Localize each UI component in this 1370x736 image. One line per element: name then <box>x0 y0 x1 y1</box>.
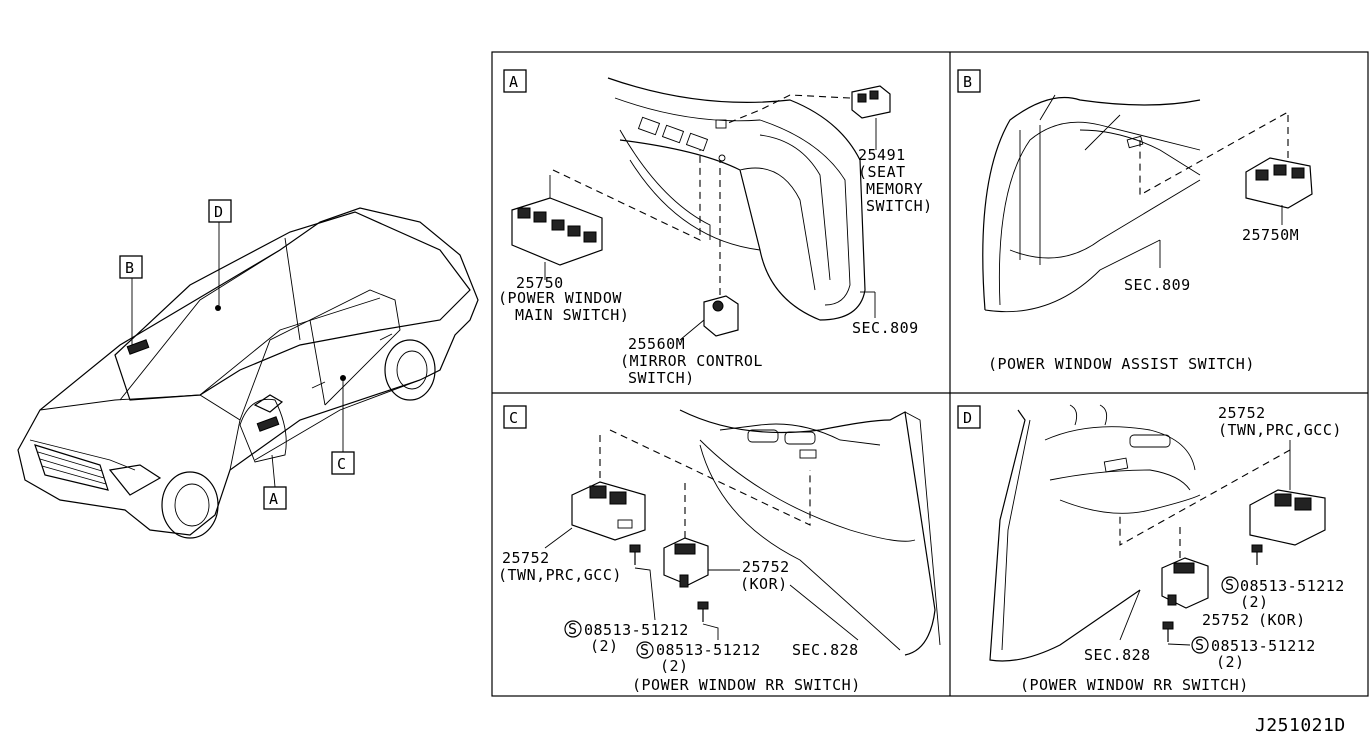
part-25560m-mirror-control-switch <box>679 160 739 341</box>
part-number-25752-kor-d: 25752 <box>1202 611 1250 629</box>
part-number-25491: 25491 <box>858 146 906 164</box>
screw-symbol-icon <box>1221 576 1239 594</box>
part-number-25752-twn-d: 25752 <box>1218 404 1266 422</box>
screw-symbol-d1: S <box>1225 576 1235 594</box>
part-desc-25491-line3: SWITCH) <box>866 197 933 215</box>
part-desc-25752-twn-d: (TWN,PRC,GCC) <box>1218 421 1342 439</box>
part-25750-power-window-main-switch <box>511 150 701 280</box>
part-desc-25491-line1: (SEAT <box>858 163 906 181</box>
panel-grid <box>491 51 1369 697</box>
callout-a-label: A <box>269 490 279 508</box>
part-25752-kor-switch <box>663 478 740 588</box>
panel-d-caption: (POWER WINDOW RR SWITCH) <box>1020 676 1249 694</box>
panel-a: A 25491 (SEAT MEMORY SWITCH) <box>498 69 933 387</box>
part-25491-seat-memory-switch <box>727 85 891 150</box>
part-number-screw-d2: 08513-51212 <box>1211 637 1316 655</box>
screw-icon <box>1251 544 1263 565</box>
part-desc-25560m-line2: SWITCH) <box>628 369 695 387</box>
panel-d-marker <box>957 405 981 429</box>
panel-c-letter: C <box>509 409 519 427</box>
callout-b-label: B <box>125 259 135 277</box>
panel-a-letter: A <box>509 73 519 91</box>
screw-icon <box>629 544 656 621</box>
panel-c-marker <box>503 405 527 429</box>
panel-c-caption: (POWER WINDOW RR SWITCH) <box>632 676 861 694</box>
panel-a-section-ref: SEC.809 <box>852 319 919 337</box>
part-25752-twn-switch <box>544 429 811 549</box>
callout-d: D <box>208 199 232 223</box>
part-desc-25750-line1: (POWER WINDOW <box>498 289 622 307</box>
panel-d-letter: D <box>963 409 973 427</box>
part-qty-screw-c2: (2) <box>660 657 689 675</box>
screw-icon <box>1162 621 1191 646</box>
callout-c-label: C <box>337 455 347 473</box>
panel-d: D 25752 (TWN,PRC,GCC) S 08513-5 <box>957 404 1345 694</box>
part-qty-screw-c1: (2) <box>590 637 619 655</box>
part-desc-25752-kor-d: (KOR) <box>1258 611 1306 629</box>
part-number-25750: 25750 <box>516 274 564 292</box>
diagram-id: J251021D <box>1255 715 1346 736</box>
panel-b-letter: B <box>963 73 973 91</box>
panel-d-door-trim <box>989 404 1201 662</box>
panel-b-caption: (POWER WINDOW ASSIST SWITCH) <box>988 355 1255 373</box>
part-qty-screw-d1: (2) <box>1240 593 1269 611</box>
screw-symbol-c2: S <box>640 641 650 659</box>
callout-d-label: D <box>214 203 224 221</box>
part-desc-25491-line2: MEMORY <box>866 180 923 198</box>
part-qty-screw-d2: (2) <box>1216 653 1245 671</box>
screw-symbol-c1: S <box>568 620 578 638</box>
callout-c: C <box>331 451 355 475</box>
panel-b: B 25750M SEC.809 (POWER WINDOW ASSIST SW… <box>957 69 1313 373</box>
callout-b: B <box>119 255 143 279</box>
part-number-screw-c2: 08513-51212 <box>656 641 761 659</box>
part-number-25752-kor-c: 25752 <box>742 558 790 576</box>
screw-symbol-icon <box>564 620 582 638</box>
part-number-25750m: 25750M <box>1242 226 1299 244</box>
part-number-25752-twn-c: 25752 <box>502 549 550 567</box>
screw-symbol-icon <box>1191 636 1209 654</box>
part-desc-25750-line2: MAIN SWITCH) <box>515 306 629 324</box>
part-number-screw-c1: 08513-51212 <box>584 621 689 639</box>
part-25750m-power-window-assist-switch <box>1139 111 1313 225</box>
panel-b-door-trim <box>982 94 1201 313</box>
screw-icon <box>697 601 719 640</box>
part-25752-twn-switch-d <box>1119 440 1326 546</box>
panel-c: C 25752 (TWN,PRC,GCC) <box>498 405 941 694</box>
part-desc-25752-twn-c: (TWN,PRC,GCC) <box>498 566 622 584</box>
part-number-screw-d1: 08513-51212 <box>1240 577 1345 595</box>
panel-b-marker <box>957 69 981 93</box>
screw-symbol-icon <box>636 641 654 659</box>
panel-c-door-trim <box>679 409 941 656</box>
part-desc-25560m-line1: (MIRROR CONTROL <box>620 352 763 370</box>
callout-a: A <box>263 486 287 510</box>
panel-b-section-ref: SEC.809 <box>1124 276 1191 294</box>
part-25752-kor-switch-d <box>1161 525 1209 609</box>
panel-c-section-ref: SEC.828 <box>792 641 859 659</box>
screw-symbol-d2: S <box>1195 636 1205 654</box>
panel-d-section-ref: SEC.828 <box>1084 646 1151 664</box>
part-number-25560m: 25560M <box>628 335 685 353</box>
part-desc-25752-kor-c: (KOR) <box>740 575 788 593</box>
panel-a-marker <box>503 69 527 93</box>
car-illustration <box>17 207 479 539</box>
panel-a-door-trim <box>607 77 866 321</box>
